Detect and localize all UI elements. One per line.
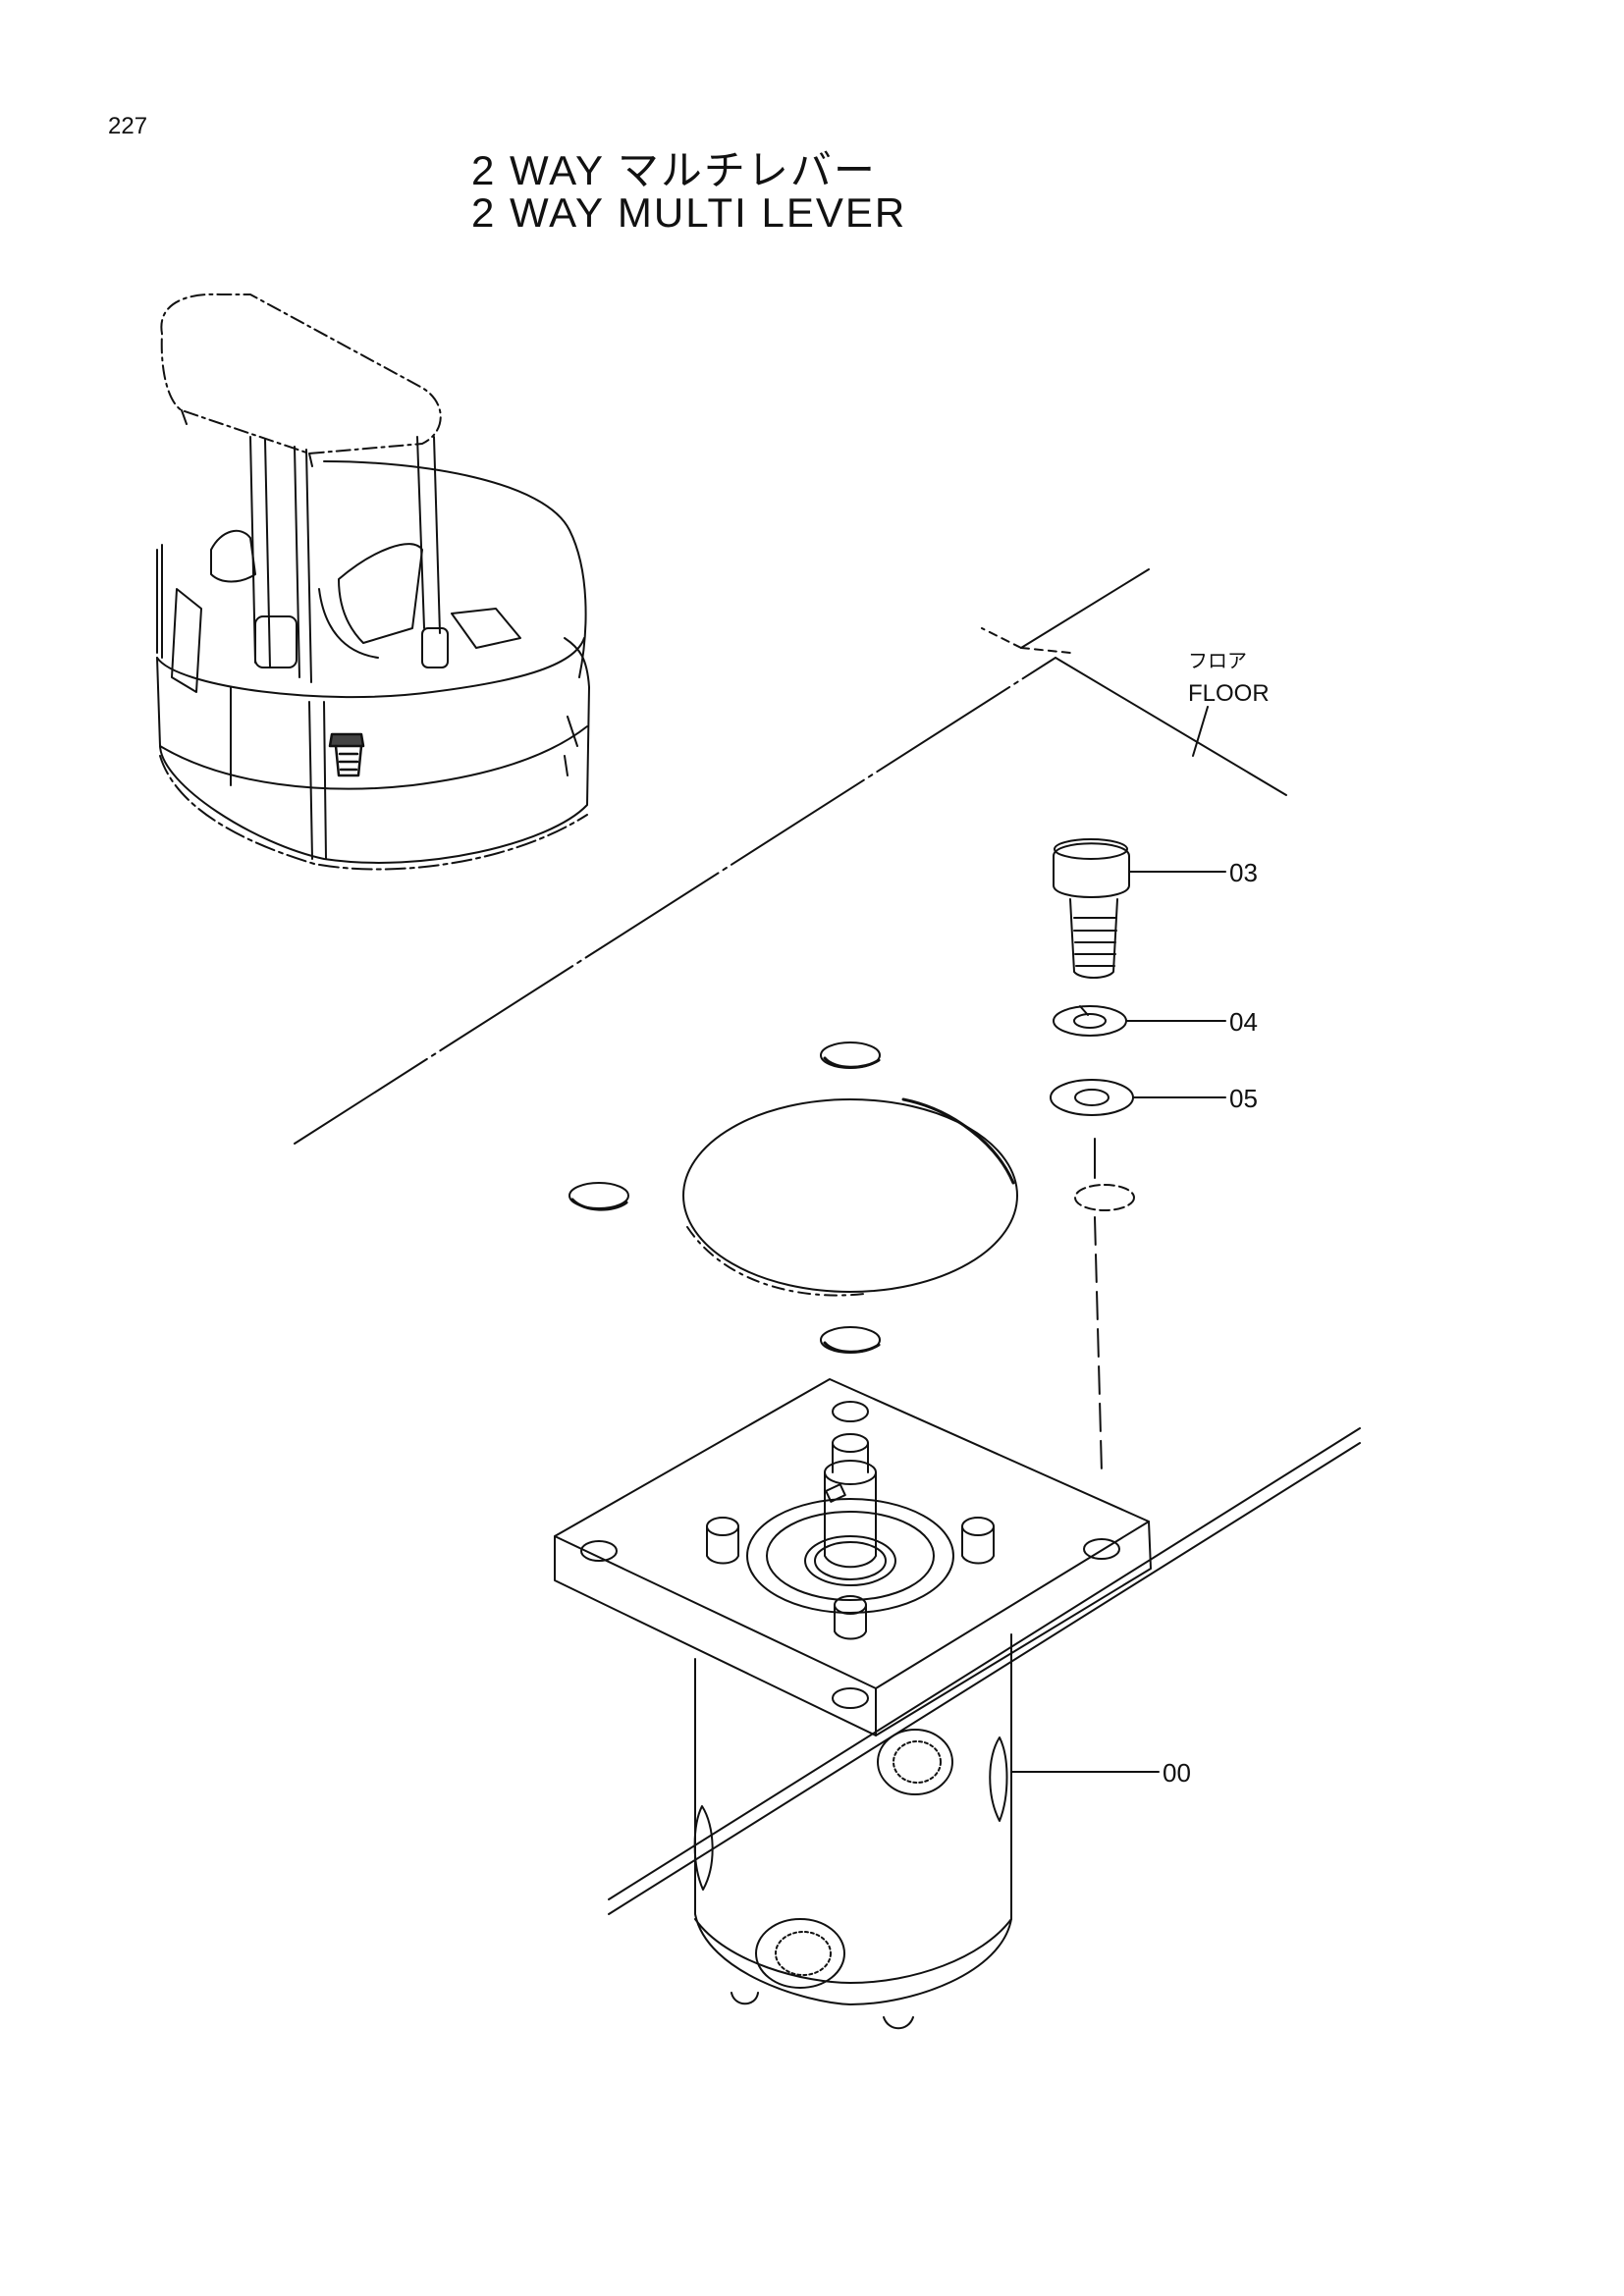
floor-label-jp: フロア (1188, 651, 1247, 672)
multi-lever-valve-part-00 (554, 1378, 1152, 2030)
callout-05: 05 (1229, 1084, 1258, 1113)
floor-plane (294, 568, 1361, 1915)
lock-washer-part-04 (1053, 1005, 1127, 1037)
machine-overview-illustration (156, 293, 590, 871)
page-number: 227 (108, 113, 148, 139)
assembly-line-lower (1094, 1216, 1103, 1473)
bolt-part-03 (1053, 838, 1130, 979)
washer-part-05 (1050, 1079, 1134, 1116)
title-english: 2 WAY MULTI LEVER (471, 189, 907, 236)
title-japanese: 2 WAY マルチレバー (471, 147, 877, 193)
floor-holes (568, 1041, 1135, 1354)
callout-04: 04 (1229, 1007, 1258, 1037)
callout-leaders (1010, 871, 1226, 1773)
callout-00: 00 (1163, 1758, 1191, 1788)
floor-label-en: FLOOR (1188, 680, 1270, 707)
callout-03: 03 (1229, 858, 1258, 887)
